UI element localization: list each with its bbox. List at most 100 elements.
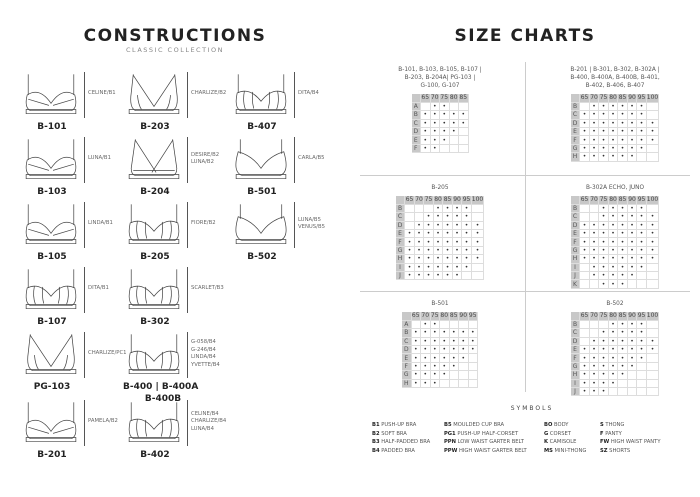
band-size: 70: [430, 94, 440, 103]
available-dot: •: [589, 110, 600, 120]
available-dot: •: [636, 229, 647, 239]
available-dot: •: [579, 370, 590, 380]
symbol-code: G: [544, 430, 549, 437]
available-dot: •: [636, 353, 647, 363]
cup-size: B: [570, 204, 581, 214]
available-dot: •: [608, 229, 619, 239]
size-cell: [636, 387, 647, 397]
available-dot: •: [617, 271, 628, 281]
cup-row: H•••: [402, 379, 478, 389]
chart-heading-line: B-201 | B-301, B-302, B-302A |: [570, 67, 660, 73]
symbol-entry: S THONG: [600, 421, 661, 430]
symbol-code: FW: [600, 439, 610, 446]
corner-cell: [570, 94, 581, 103]
band-size: 100: [471, 196, 485, 205]
corner-cell: [570, 312, 581, 321]
available-dot: •: [627, 144, 638, 154]
size-cell: [414, 204, 425, 214]
band-size: 80: [608, 94, 619, 103]
available-dot: •: [589, 353, 600, 363]
available-dot: •: [439, 362, 450, 372]
available-dot: •: [598, 229, 609, 239]
available-dot: •: [430, 110, 440, 120]
cup-size: E: [395, 229, 406, 239]
cup-row: F••••••••: [570, 237, 660, 247]
available-dot: •: [411, 370, 421, 380]
symbol-entry: PG1 PUSH-UP HALF-CORSET: [444, 430, 527, 439]
available-dot: •: [433, 212, 444, 222]
style-code: B-501: [247, 187, 277, 197]
available-dot: •: [414, 254, 425, 264]
model-label: CARLA/B5: [298, 155, 325, 162]
available-dot: •: [598, 362, 609, 372]
available-dot: •: [461, 229, 472, 239]
divider: [525, 62, 526, 392]
available-dot: •: [414, 271, 425, 281]
size-cell: [617, 387, 628, 397]
available-dot: •: [439, 345, 450, 355]
band-size: 100: [646, 196, 660, 205]
available-dot: •: [423, 229, 434, 239]
band-size: 90: [627, 94, 638, 103]
cup-size: H: [570, 370, 581, 380]
size-cell: [468, 379, 478, 389]
size-cell: [471, 263, 485, 273]
band-size: 75: [598, 312, 609, 321]
symbol-meaning: PUSH-UP HALF-CORSET: [455, 430, 519, 437]
size-cell: [589, 212, 600, 222]
symbol-entry: B1 PUSH-UP BRA: [372, 421, 430, 430]
available-dot: •: [589, 221, 600, 231]
cup-row: D••••: [411, 127, 469, 137]
available-dot: •: [646, 221, 660, 231]
cup-row: G••••: [402, 370, 478, 380]
band-size: 100: [646, 94, 660, 103]
cup-size: F: [570, 353, 581, 363]
available-dot: •: [617, 237, 628, 247]
cup-size: I: [395, 263, 406, 273]
chart-heading-line: B-400, B-400A, B-400B, B-401,: [570, 75, 660, 81]
available-dot: •: [636, 119, 647, 129]
size-cell: [646, 370, 660, 380]
divider: [187, 72, 188, 118]
model-label: CHARLIZE/B4: [191, 418, 227, 425]
available-dot: •: [598, 279, 609, 289]
available-dot: •: [420, 127, 431, 137]
available-dot: •: [449, 353, 459, 363]
symbol-code: S: [600, 422, 604, 428]
available-dot: •: [598, 337, 609, 347]
cup-size: E: [402, 353, 412, 363]
available-dot: •: [636, 337, 647, 347]
cup-size: B: [402, 328, 412, 338]
symbol-code: MS: [544, 447, 553, 454]
size-cell: [627, 379, 638, 389]
cup-row: F•••••••: [570, 353, 660, 363]
size-chart: B-101, B-103, B-105, B-107 |B-203, B-204…: [355, 62, 525, 154]
chart-heading-line: G-100, G-107: [420, 83, 460, 89]
size-cell: [471, 271, 485, 281]
available-dot: •: [442, 204, 453, 214]
available-dot: •: [579, 379, 590, 389]
cup-row: G••••••••: [395, 246, 485, 256]
cup-row: F••••••••: [570, 135, 660, 145]
available-dot: •: [608, 221, 619, 231]
available-dot: •: [471, 237, 485, 247]
available-dot: •: [439, 370, 450, 380]
available-dot: •: [608, 337, 619, 347]
size-cell: [636, 271, 647, 281]
available-dot: •: [608, 320, 619, 330]
available-dot: •: [449, 337, 459, 347]
cup-row: H••••••••: [395, 254, 485, 264]
available-dot: •: [598, 246, 609, 256]
available-dot: •: [420, 320, 431, 330]
cup-size: D: [570, 119, 581, 129]
available-dot: •: [404, 229, 415, 239]
available-dot: •: [589, 135, 600, 145]
size-cell: [458, 102, 469, 112]
band-size: 95: [636, 312, 647, 321]
size-cell: [449, 370, 459, 380]
style-code: B-103: [37, 187, 67, 197]
size-cell: [646, 328, 660, 338]
